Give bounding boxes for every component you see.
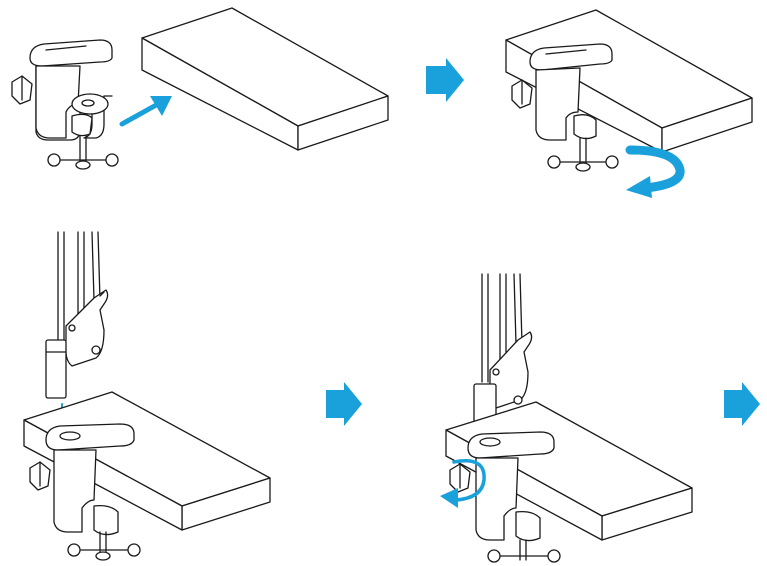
rotate-arrow-icon	[440, 459, 486, 508]
rotate-arrow-icon	[625, 145, 685, 198]
step-3-panel	[23, 231, 271, 561]
step-1-panel	[11, 7, 389, 170]
desk-board	[141, 7, 389, 151]
desk-clamp	[449, 431, 561, 563]
step-4-panel	[440, 273, 693, 563]
push-arrow-icon	[119, 96, 172, 127]
flow-arrow-icon	[326, 382, 362, 426]
flow-arrow-icon	[426, 58, 464, 102]
desk-clamp	[29, 423, 141, 561]
flow-arrow-icon	[724, 382, 760, 426]
lamp-arm	[45, 231, 109, 399]
desk-clamp	[11, 39, 119, 170]
step-2-panel	[505, 9, 753, 198]
desk-clamp	[511, 43, 619, 172]
